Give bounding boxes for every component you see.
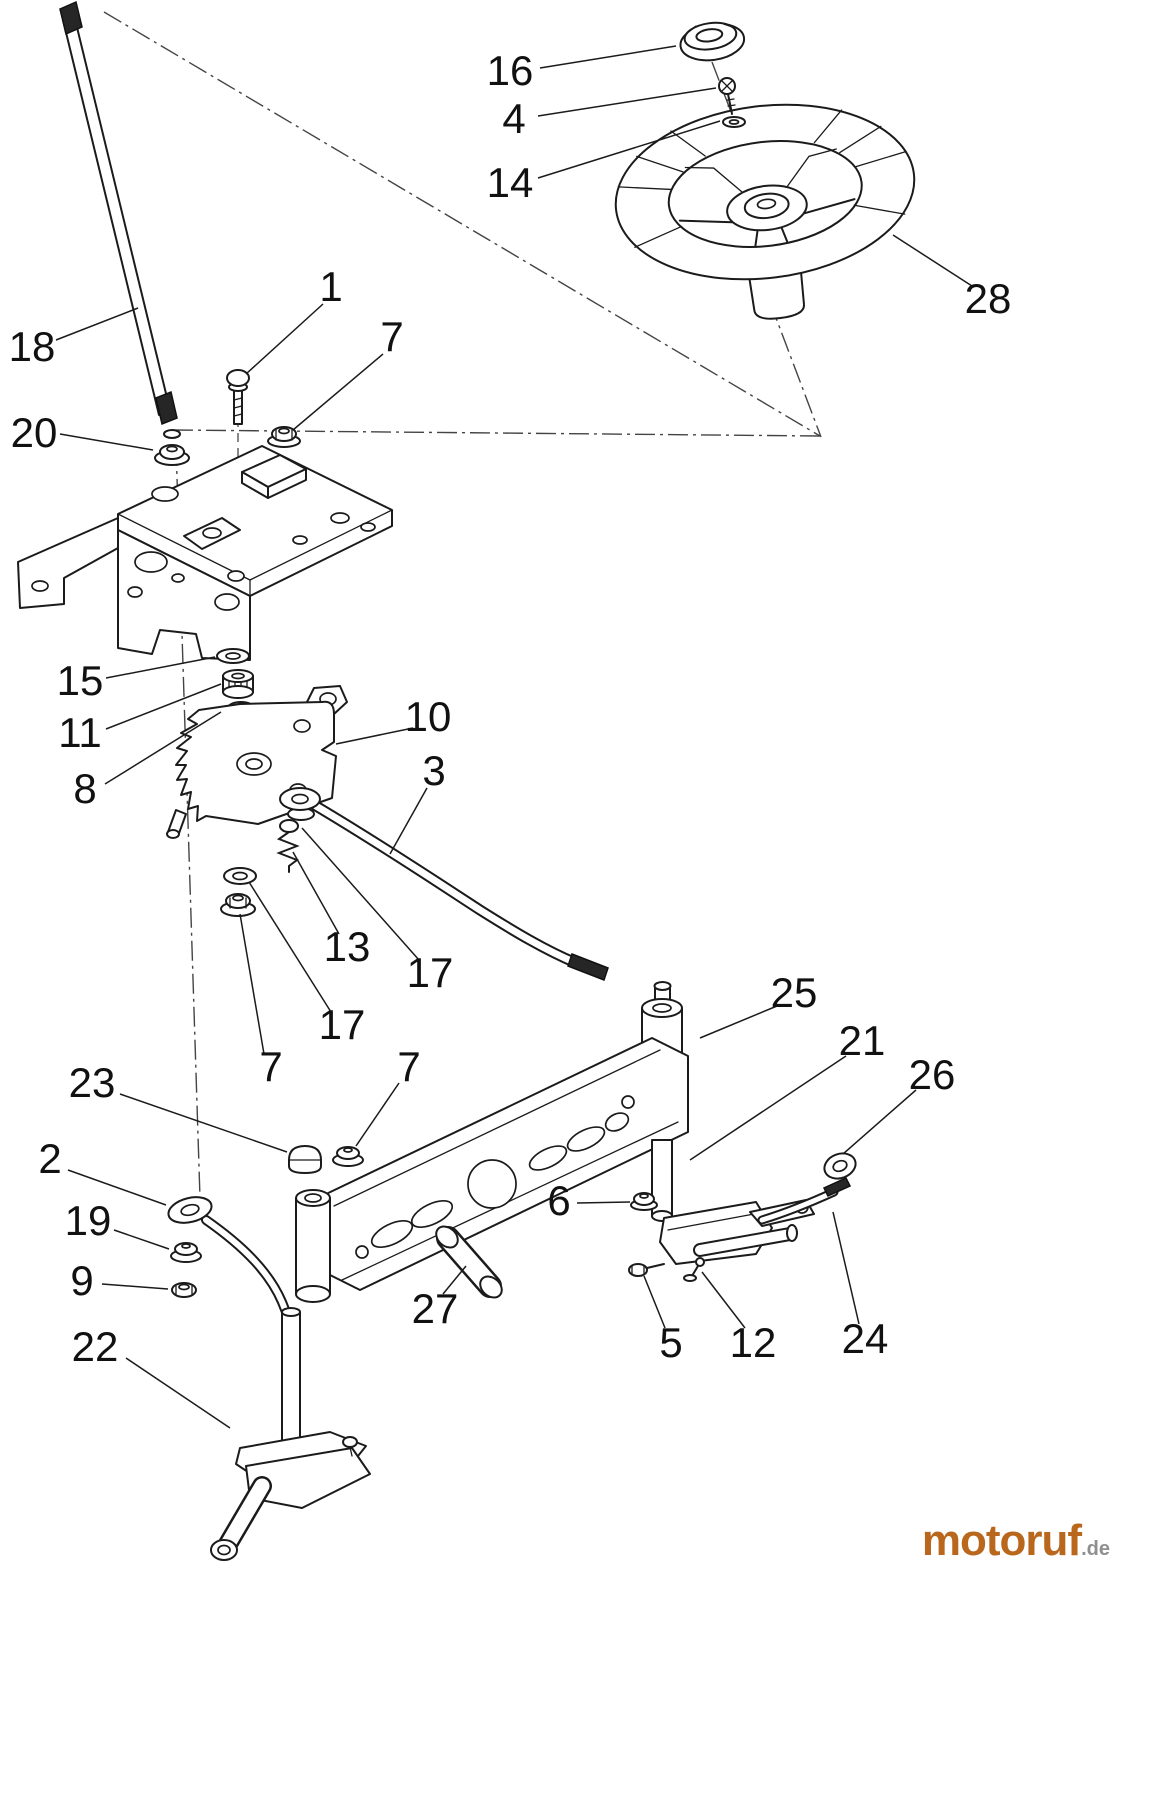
svg-text:19: 19 <box>65 1197 112 1244</box>
spindle-left <box>210 1307 371 1561</box>
callout-13: 13 <box>292 851 371 970</box>
axle-pin-27 <box>435 1225 503 1299</box>
washer-14 <box>722 116 746 128</box>
callout-18: 18 <box>9 307 139 370</box>
watermark-brand: motoruf <box>921 1516 1082 1565</box>
steering-support-bracket <box>17 445 393 661</box>
svg-text:21: 21 <box>839 1017 886 1064</box>
svg-text:28: 28 <box>965 275 1012 322</box>
callout-1: 1 <box>245 263 343 375</box>
callout-25: 25 <box>699 969 818 1039</box>
svg-text:7: 7 <box>380 313 403 360</box>
callout-17: 17 <box>301 827 454 996</box>
grease-fitting-12 <box>683 1257 705 1282</box>
callout-8: 8 <box>73 711 222 812</box>
bolt-1 <box>226 369 250 425</box>
callout-10: 10 <box>335 693 452 745</box>
callout-27: 27 <box>412 1265 467 1332</box>
svg-text:2: 2 <box>38 1135 61 1182</box>
svg-text:4: 4 <box>502 95 525 142</box>
svg-text:22: 22 <box>72 1323 119 1370</box>
svg-text:8: 8 <box>73 765 96 812</box>
callout-5: 5 <box>643 1275 683 1366</box>
svg-text:26: 26 <box>909 1051 956 1098</box>
callout-16: 16 <box>487 45 677 94</box>
tie-rod-left-end <box>167 1196 295 1327</box>
callout-17: 17 <box>248 881 366 1048</box>
steering-sector-plate <box>166 685 348 839</box>
callout-24: 24 <box>832 1211 889 1362</box>
svg-text:7: 7 <box>397 1043 420 1090</box>
callout-7: 7 <box>355 1043 421 1147</box>
bearing-11 <box>222 669 254 699</box>
callout-23: 23 <box>69 1059 288 1153</box>
svg-text:12: 12 <box>730 1319 777 1366</box>
callout-15: 15 <box>57 656 216 704</box>
flange-nut-7-lower <box>220 893 256 917</box>
svg-text:3: 3 <box>422 747 445 794</box>
svg-text:14: 14 <box>487 159 534 206</box>
callout-11: 11 <box>58 683 222 756</box>
svg-text:7: 7 <box>259 1043 282 1090</box>
svg-text:25: 25 <box>771 969 818 1016</box>
front-axle <box>295 1037 689 1303</box>
steering-column <box>748 271 805 320</box>
steering-cap-16 <box>679 21 746 62</box>
callout-2: 2 <box>38 1135 167 1206</box>
washer-15 <box>216 648 250 664</box>
callout-4: 4 <box>502 87 717 142</box>
washer-17-lower <box>223 867 257 885</box>
watermark-tld: .de <box>1081 1538 1110 1560</box>
drag-link <box>279 787 609 981</box>
callout-26: 26 <box>842 1051 956 1155</box>
svg-text:27: 27 <box>412 1285 459 1332</box>
svg-text:15: 15 <box>57 657 104 704</box>
tie-rod <box>757 1152 857 1225</box>
svg-text:13: 13 <box>324 923 371 970</box>
callout-6: 6 <box>547 1177 631 1224</box>
callout-19: 19 <box>65 1197 170 1250</box>
callout-12: 12 <box>701 1271 777 1366</box>
callout-3: 3 <box>389 747 446 855</box>
flange-nut-7-axle <box>332 1146 364 1167</box>
callout-20: 20 <box>11 409 154 456</box>
flange-nut-19 <box>170 1242 202 1263</box>
svg-text:17: 17 <box>319 1001 366 1048</box>
flange-nut-6 <box>630 1192 658 1211</box>
svg-text:24: 24 <box>842 1315 889 1362</box>
steering-shaft <box>59 0 181 439</box>
svg-text:1: 1 <box>319 263 342 310</box>
bolt-5 <box>628 1263 665 1277</box>
flange-locknut-20 <box>154 444 190 466</box>
svg-text:6: 6 <box>547 1177 570 1224</box>
svg-text:23: 23 <box>69 1059 116 1106</box>
svg-text:16: 16 <box>487 47 534 94</box>
svg-text:17: 17 <box>407 949 454 996</box>
svg-text:20: 20 <box>11 409 58 456</box>
flange-nut-7-upper <box>267 426 301 448</box>
axle-pivot-cap-23 <box>288 1145 322 1174</box>
svg-text:18: 18 <box>9 323 56 370</box>
nut-9 <box>171 1282 197 1298</box>
spindle-right <box>651 1139 815 1265</box>
svg-text:10: 10 <box>405 693 452 740</box>
callout-21: 21 <box>689 1017 886 1161</box>
callout-9: 9 <box>70 1257 169 1304</box>
svg-text:11: 11 <box>58 709 102 756</box>
steering-wheel <box>614 103 916 320</box>
callout-28: 28 <box>892 234 1012 322</box>
svg-text:9: 9 <box>70 1257 93 1304</box>
adjustment-screw-spring-13 <box>276 819 300 873</box>
motoruf-watermark: motoruf.de <box>922 1516 1110 1566</box>
callout-7: 7 <box>239 913 283 1090</box>
callout-7: 7 <box>292 313 404 431</box>
callout-22: 22 <box>72 1323 231 1429</box>
cap-screw-4 <box>718 77 736 115</box>
callout-14: 14 <box>487 120 721 206</box>
svg-text:5: 5 <box>659 1319 682 1366</box>
